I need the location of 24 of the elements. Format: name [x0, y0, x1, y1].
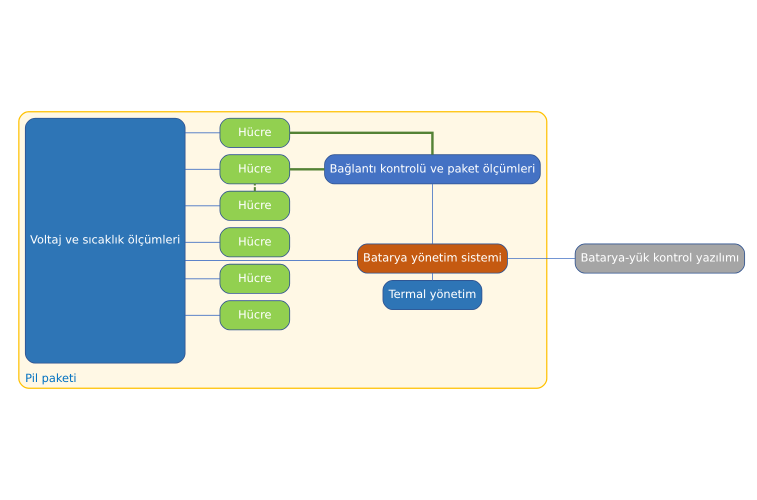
connector: [184, 205, 220, 206]
node-box: Hücre: [220, 154, 290, 184]
connector: [184, 132, 220, 134]
node-box: Bağlantı kontrolü ve paket ölçümleri: [324, 154, 541, 184]
connector: [432, 272, 433, 281]
connector: [184, 278, 220, 280]
connector: [184, 242, 220, 243]
node-box: Hücre: [220, 118, 290, 148]
connector: [184, 168, 220, 170]
connector: [254, 184, 256, 192]
connector: [290, 132, 434, 155]
node-box: Termal yönetim: [382, 280, 482, 310]
node-box: Hücre: [220, 227, 290, 258]
node-box: Hücre: [220, 264, 290, 294]
connector: [184, 260, 358, 261]
connector: [507, 258, 576, 259]
node-box: Hücre: [220, 300, 290, 330]
node-box: Batarya-yük kontrol yazılımı: [574, 244, 746, 274]
connector: [290, 168, 324, 171]
node-box: Hücre: [220, 190, 290, 221]
node-box: Batarya yönetim sistemi: [357, 244, 508, 274]
node-box: Voltaj ve sıcaklık ölçümleri: [24, 118, 186, 364]
connector: [184, 314, 220, 316]
connector: [432, 184, 433, 244]
